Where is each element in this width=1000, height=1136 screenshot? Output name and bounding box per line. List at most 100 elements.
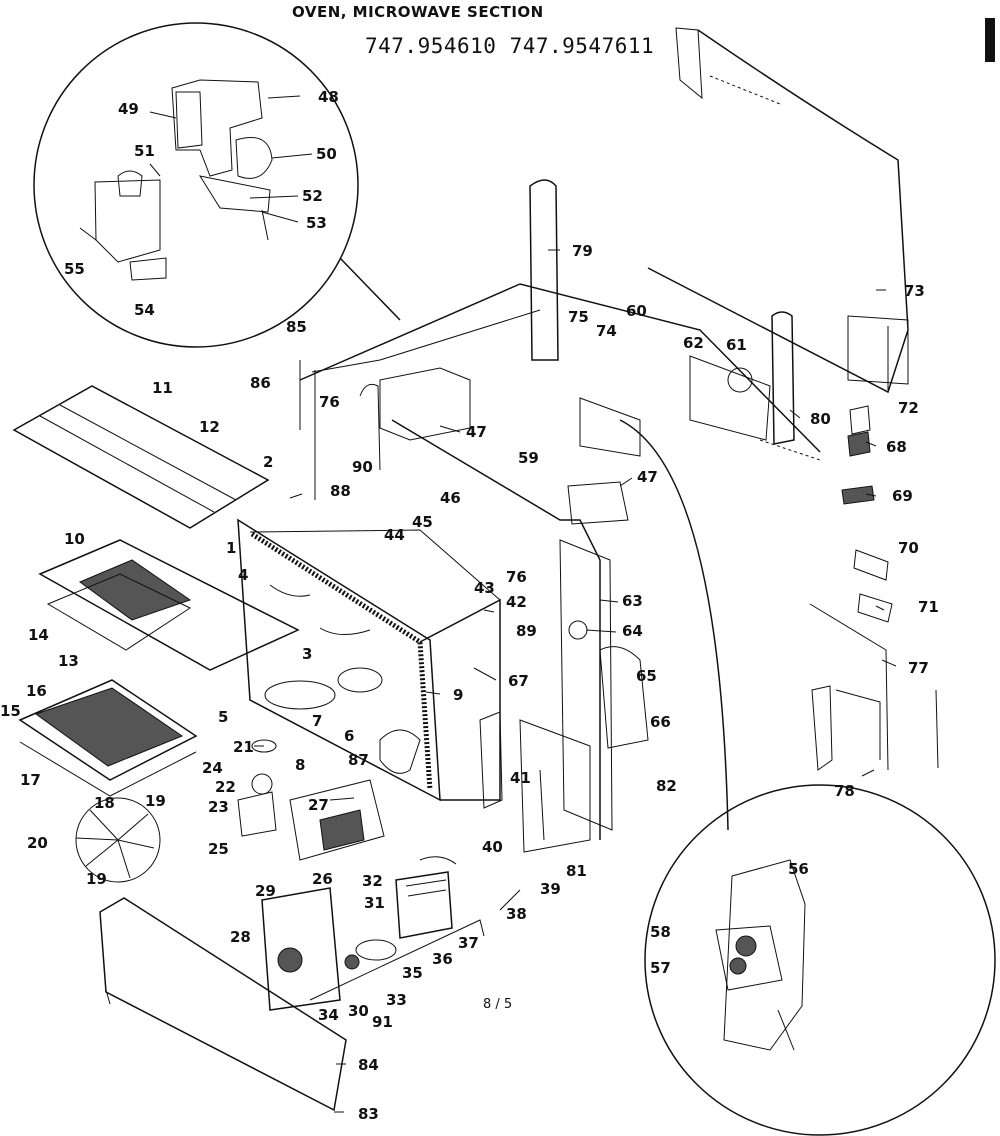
callout-label: 68 bbox=[886, 438, 907, 456]
callout-label: 10 bbox=[64, 530, 85, 548]
callout-label: 29 bbox=[255, 882, 276, 900]
callout-label: 42 bbox=[506, 593, 527, 611]
callout-label: 65 bbox=[636, 667, 657, 685]
callout-label: 37 bbox=[458, 934, 479, 952]
callout-label: 48 bbox=[318, 88, 339, 106]
front-trim-panel bbox=[99, 897, 347, 1112]
callout-label: 47 bbox=[466, 423, 487, 441]
callout-label: 52 bbox=[302, 187, 323, 205]
callout-label: 16 bbox=[26, 682, 47, 700]
callout-label: 86 bbox=[250, 374, 271, 392]
callout-label: 60 bbox=[626, 302, 647, 320]
callout-label: 44 bbox=[384, 526, 405, 544]
cabinet-frame bbox=[299, 179, 821, 840]
callout-label: 88 bbox=[330, 482, 351, 500]
callout-label: 49 bbox=[118, 100, 139, 118]
callout-label: 75 bbox=[568, 308, 589, 326]
callout-label: 15 bbox=[0, 702, 21, 720]
callout-label: 55 bbox=[64, 260, 85, 278]
callout-label: 18 bbox=[94, 794, 115, 812]
callout-label: 35 bbox=[402, 964, 423, 982]
callout-label: 89 bbox=[516, 622, 537, 640]
callout-label: 45 bbox=[412, 513, 433, 531]
callout-label: 85 bbox=[286, 318, 307, 336]
callout-label: 31 bbox=[364, 894, 385, 912]
callout-label: 28 bbox=[230, 928, 251, 946]
callout-label: 19 bbox=[145, 792, 166, 810]
callout-label: 2 bbox=[263, 453, 273, 471]
callout-label: 50 bbox=[316, 145, 337, 163]
oven-cavity bbox=[237, 518, 501, 802]
callout-label: 62 bbox=[683, 334, 704, 352]
racks-and-trays bbox=[12, 385, 300, 797]
callout-label: 24 bbox=[202, 759, 223, 777]
callout-label: 17 bbox=[20, 771, 41, 789]
small-parts bbox=[809, 405, 939, 771]
callout-label: 26 bbox=[312, 870, 333, 888]
model-numbers: 747.954610 747.9547611 bbox=[365, 34, 655, 58]
callout-label: 78 bbox=[834, 782, 855, 800]
callout-label: 70 bbox=[898, 539, 919, 557]
callout-label: 1 bbox=[226, 539, 236, 557]
callout-label: 47 bbox=[637, 468, 658, 486]
callout-label: 11 bbox=[152, 379, 173, 397]
callout-label: 69 bbox=[892, 487, 913, 505]
callout-label: 33 bbox=[386, 991, 407, 1009]
side-wall bbox=[479, 539, 649, 853]
callout-label: 19 bbox=[86, 870, 107, 888]
callout-label: 56 bbox=[788, 860, 809, 878]
callout-label: 66 bbox=[650, 713, 671, 731]
rear-panel bbox=[647, 27, 909, 394]
callout-label: 63 bbox=[622, 592, 643, 610]
callout-label: 51 bbox=[134, 142, 155, 160]
detail-circle-upper bbox=[33, 22, 401, 348]
callout-label: 58 bbox=[650, 923, 671, 941]
callout-label: 36 bbox=[432, 950, 453, 968]
callout-label: 14 bbox=[28, 626, 49, 644]
callout-label: 57 bbox=[650, 959, 671, 977]
callout-label: 61 bbox=[726, 336, 747, 354]
callout-label: 81 bbox=[566, 862, 587, 880]
callout-label: 30 bbox=[348, 1002, 369, 1020]
callout-label: 5 bbox=[218, 708, 228, 726]
callout-label: 82 bbox=[656, 777, 677, 795]
corner-mark bbox=[985, 18, 995, 62]
callout-label: 25 bbox=[208, 840, 229, 858]
callout-label: 22 bbox=[215, 778, 236, 796]
callout-label: 90 bbox=[352, 458, 373, 476]
callout-label: 54 bbox=[134, 301, 155, 319]
callout-label: 41 bbox=[510, 769, 531, 787]
leader-lines bbox=[149, 95, 897, 1113]
callout-label: 77 bbox=[908, 659, 929, 677]
callout-label: 43 bbox=[474, 579, 495, 597]
callout-label: 3 bbox=[302, 645, 312, 663]
callout-label: 9 bbox=[453, 686, 463, 704]
detail-circle-lower bbox=[619, 419, 996, 1136]
callout-label: 40 bbox=[482, 838, 503, 856]
callout-label: 53 bbox=[306, 214, 327, 232]
callout-label: 84 bbox=[358, 1056, 379, 1074]
callout-label: 79 bbox=[572, 242, 593, 260]
callout-label: 13 bbox=[58, 652, 79, 670]
callout-labels: 1 2 3 4 5 6 7 8 9 10 11 12 13 14 15 16 1… bbox=[0, 88, 939, 1123]
callout-label: 7 bbox=[312, 712, 322, 730]
callout-label: 6 bbox=[344, 727, 354, 745]
callout-label: 32 bbox=[362, 872, 383, 890]
diagram-title: OVEN, MICROWAVE SECTION bbox=[292, 3, 544, 21]
callout-label: 8 bbox=[295, 756, 305, 774]
callout-label: 38 bbox=[506, 905, 527, 923]
callout-label: 74 bbox=[596, 322, 617, 340]
callout-label: 4 bbox=[238, 566, 248, 584]
callout-label: 71 bbox=[918, 598, 939, 616]
callout-label: 76 bbox=[319, 393, 340, 411]
callout-label: 64 bbox=[622, 622, 643, 640]
callout-label: 76 bbox=[506, 568, 527, 586]
callout-label: 80 bbox=[810, 410, 831, 428]
callout-label: 67 bbox=[508, 672, 529, 690]
callout-label: 87 bbox=[348, 751, 369, 769]
callout-label: 83 bbox=[358, 1105, 379, 1123]
callout-label: 12 bbox=[199, 418, 220, 436]
fan-and-motor bbox=[75, 739, 277, 883]
